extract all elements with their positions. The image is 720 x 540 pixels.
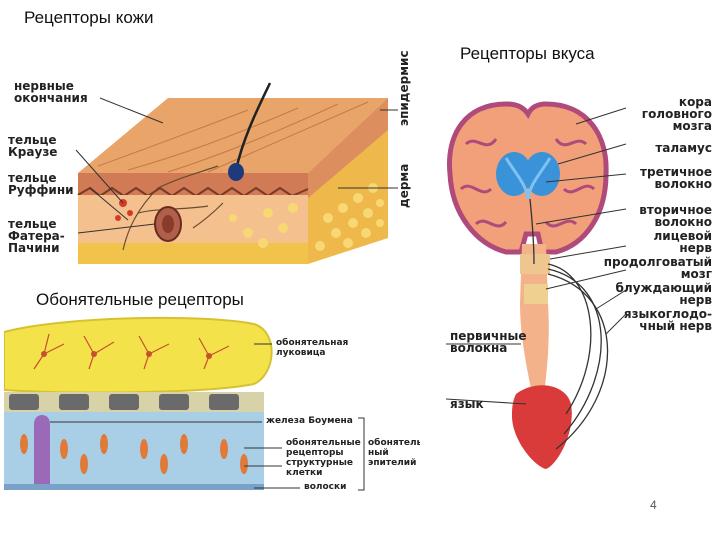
taste-receptors-title: Рецепторы вкуса — [460, 44, 595, 64]
olfactory-receptors-figure: обонятельная луковица железа Боумена обо… — [4, 314, 420, 510]
tongue-label: язык — [450, 398, 484, 410]
dermis-label: дерма — [398, 164, 410, 208]
olfactory-receptors-label: обонятельные рецепторы — [286, 438, 361, 458]
bowman-gland-label: железа Боумена — [266, 416, 353, 426]
krause-corpuscle-label: тельце Краузе — [8, 134, 57, 158]
thalamus-label: таламус — [655, 142, 712, 154]
taste-receptors-figure: кора головного мозга таламус третичное в… — [446, 94, 716, 474]
page-number: 4 — [650, 498, 657, 512]
epidermis-label: эпидермис — [398, 50, 410, 126]
primary-fibers-label: первичные волокна — [450, 330, 527, 354]
pacini-corpuscle-label: тельце Фатера- Пачини — [8, 218, 65, 254]
hairs-label: волоски — [304, 482, 346, 492]
skin-block-illustration — [8, 38, 416, 264]
olfactory-receptors-title: Обонятельные рецепторы — [36, 290, 244, 310]
olfactory-bulb-label: обонятельная луковица — [276, 338, 348, 358]
nerve-endings-label: нервные окончания — [14, 80, 88, 104]
medulla-label: продолговатый мозг — [604, 256, 712, 280]
olfactory-epithelium-label: обонятель- ный эпителий — [368, 438, 420, 468]
cortex-label: кора головного мозга — [642, 96, 712, 132]
facial-nerve-label: лицевой нерв — [654, 230, 712, 254]
secondary-fiber-label: вторичное волокно — [639, 204, 712, 228]
structural-cells-label: структурные клетки — [286, 458, 353, 478]
vagus-nerve-label: блуждающий нерв — [616, 282, 712, 306]
olfactory-epithelium-illustration — [4, 314, 420, 510]
ruffini-corpuscle-label: тельце Руффини — [8, 172, 74, 196]
tertiary-fiber-label: третичное волокно — [640, 166, 712, 190]
skin-receptors-title: Рецепторы кожи — [24, 8, 153, 28]
glossopharyngeal-nerve-label: языкоглодо- чный нерв — [624, 308, 712, 332]
skin-receptors-figure: нервные окончания тельце Краузе тельце Р… — [8, 38, 416, 264]
